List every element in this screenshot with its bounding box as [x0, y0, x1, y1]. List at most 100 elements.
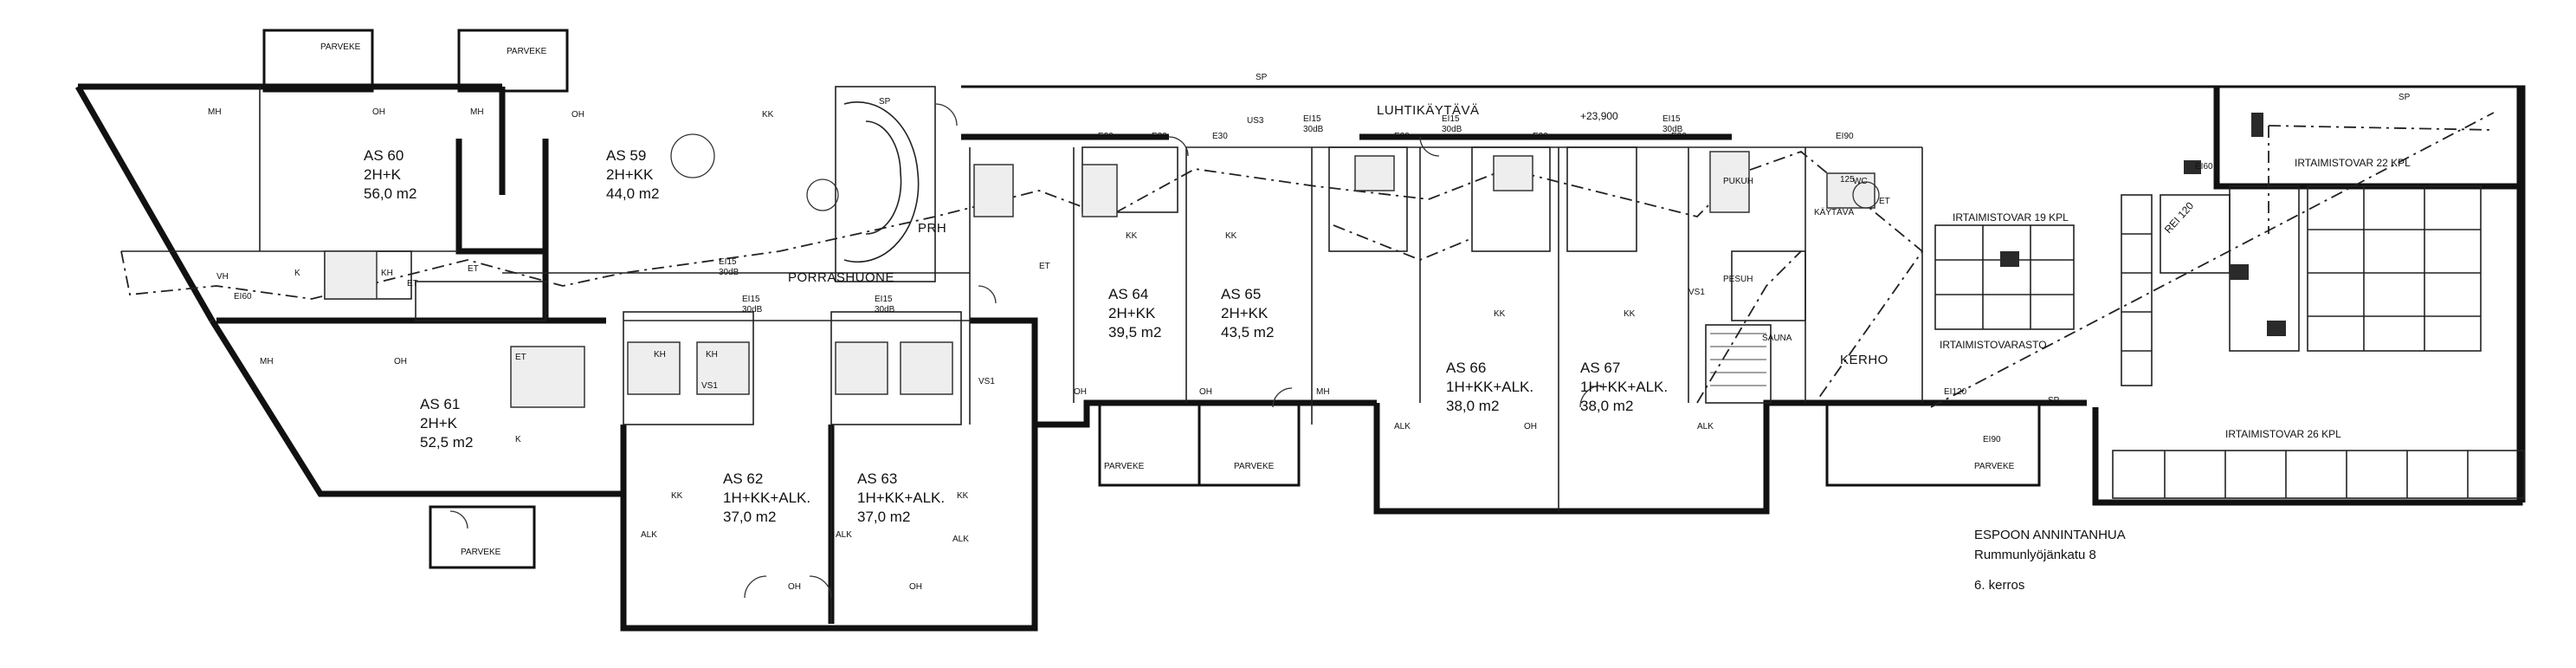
svg-text:KH: KH [381, 269, 393, 278]
svg-text:30dB: 30dB [1662, 125, 1683, 134]
irtaimisto22-label: IRTAIMISTOVAR 22 KPL [2295, 157, 2411, 169]
room-labels: PORRASHUONE LUHTIKÄYTÄVÄ PRH KERHO SAUNA… [320, 42, 2411, 557]
apartment-area: 37,0 m2 [857, 509, 910, 525]
svg-text:E30: E30 [1533, 132, 1548, 141]
dashed-lines [120, 112, 2495, 408]
svg-text:30dB: 30dB [1442, 125, 1462, 134]
room-marks: MH OH MH OH KK K KH VH EI60 ET ET MH OH … [208, 73, 2411, 592]
svg-text:EI15: EI15 [719, 257, 737, 267]
svg-text:ALK: ALK [1697, 422, 1714, 431]
apartment-as60: AS 60 2H+K 56,0 m2 [364, 147, 416, 202]
svg-text:OH: OH [394, 357, 407, 366]
luhtikaytava-label: LUHTIKÄYTÄVÄ [1377, 103, 1480, 118]
svg-text:K: K [515, 435, 521, 444]
svg-text:SP: SP [879, 97, 891, 107]
apartment-type: 2H+KK [606, 166, 654, 183]
apartment-area: 37,0 m2 [723, 509, 776, 525]
apartment-area: 38,0 m2 [1580, 398, 1633, 414]
outer-walls [74, 83, 2526, 632]
svg-text:125: 125 [1840, 175, 1855, 185]
apartment-type: 1H+KK+ALK. [723, 490, 810, 506]
svg-text:EI15: EI15 [875, 295, 893, 304]
level-mark: +23,900 [1580, 110, 1618, 122]
svg-text:KK: KK [1225, 231, 1237, 241]
svg-text:KK: KK [1494, 309, 1506, 319]
svg-text:SP: SP [2048, 396, 2060, 405]
svg-text:ALK: ALK [641, 530, 657, 540]
irtaimisto26-label: IRTAIMISTOVAR 26 KPL [2225, 428, 2341, 440]
parveke-label: PARVEKE [320, 42, 361, 52]
svg-text:MH: MH [260, 357, 274, 366]
svg-text:KK: KK [762, 110, 774, 120]
apartment-as64: AS 64 2H+KK 39,5 m2 [1108, 286, 1161, 340]
apartment-as61: AS 61 2H+K 52,5 m2 [420, 396, 473, 451]
apartment-type: 2H+KK [1221, 305, 1269, 321]
irtaimistovarasto-label: IRTAIMISTOVARASTO [1940, 339, 2047, 351]
building-info: ESPOON ANNINTANHUA Rummunlyöjänkatu 8 6.… [1974, 528, 2126, 593]
apartment-as67: AS 67 1H+KK+ALK. 38,0 m2 [1580, 360, 1668, 414]
svg-text:EI90: EI90 [1983, 435, 2001, 444]
apartment-type: 2H+K [420, 415, 458, 431]
apartment-type: 1H+KK+ALK. [1446, 379, 1533, 395]
svg-text:MH: MH [1316, 387, 1330, 397]
floor-label: 6. kerros [1974, 578, 2024, 593]
svg-text:EI15: EI15 [742, 295, 760, 304]
porrashuone-label: PORRASHUONE [788, 270, 894, 285]
kerho-label: KERHO [1840, 353, 1888, 367]
parveke-label: PARVEKE [1234, 462, 1275, 471]
svg-text:EI90: EI90 [1836, 132, 1854, 141]
partitions [121, 86, 2525, 624]
svg-text:OH: OH [1074, 387, 1087, 397]
svg-text:ET: ET [1039, 262, 1050, 271]
svg-text:KK: KK [1624, 309, 1636, 319]
apartment-as65: AS 65 2H+KK 43,5 m2 [1221, 286, 1274, 340]
parveke-label: PARVEKE [1974, 462, 2015, 471]
svg-text:OH: OH [571, 110, 584, 120]
parveke-label: PARVEKE [461, 548, 501, 557]
apartment-name: AS 65 [1221, 286, 1261, 302]
rei120-mark: REI 120 [2162, 199, 2197, 236]
svg-text:ALK: ALK [1394, 422, 1411, 431]
svg-text:EI15: EI15 [1662, 114, 1681, 124]
svg-text:ALK: ALK [952, 535, 969, 544]
svg-text:ALK: ALK [836, 530, 852, 540]
svg-text:30dB: 30dB [719, 268, 739, 277]
svg-text:VS1: VS1 [1688, 288, 1705, 297]
svg-text:E30: E30 [1152, 132, 1167, 141]
svg-text:K: K [294, 269, 300, 278]
prh-label: PRH [918, 221, 946, 236]
svg-text:E30: E30 [1671, 132, 1687, 141]
building-name: ESPOON ANNINTANHUA [1974, 528, 2126, 542]
street-address: Rummunlyöjänkatu 8 [1974, 548, 2096, 562]
apartment-name: AS 63 [857, 470, 897, 487]
svg-text:VS1: VS1 [701, 381, 718, 391]
svg-text:EI60: EI60 [2195, 162, 2213, 172]
apartment-area: 39,5 m2 [1108, 324, 1161, 340]
svg-text:VH: VH [216, 272, 229, 282]
svg-text:MH: MH [208, 107, 222, 117]
svg-text:OH: OH [372, 107, 385, 117]
svg-text:SP: SP [1256, 73, 1268, 82]
apartment-as62: AS 62 1H+KK+ALK. 37,0 m2 [723, 470, 810, 525]
svg-text:OH: OH [1524, 422, 1537, 431]
svg-text:ET: ET [407, 279, 418, 289]
svg-text:KK: KK [957, 491, 969, 501]
apartment-name: AS 64 [1108, 286, 1148, 302]
svg-text:EI120: EI120 [1944, 387, 1967, 397]
kaytava-label: KÄYTÄVÄ [1814, 207, 1854, 217]
svg-text:30dB: 30dB [742, 305, 763, 315]
svg-text:KH: KH [654, 350, 666, 360]
pukuh-label: PUKUH [1723, 177, 1753, 186]
apartment-area: 43,5 m2 [1221, 324, 1274, 340]
svg-text:EI15: EI15 [1442, 114, 1460, 124]
door-swings [449, 103, 1603, 599]
apartment-name: AS 67 [1580, 360, 1620, 376]
svg-text:OH: OH [788, 582, 801, 592]
svg-text:WC: WC [1853, 177, 1868, 186]
svg-text:ET: ET [1879, 197, 1890, 206]
apartment-as63: AS 63 1H+KK+ALK. 37,0 m2 [857, 470, 945, 525]
svg-text:OH: OH [1199, 387, 1212, 397]
svg-text:30dB: 30dB [1303, 125, 1324, 134]
apartment-name: AS 61 [420, 396, 460, 412]
